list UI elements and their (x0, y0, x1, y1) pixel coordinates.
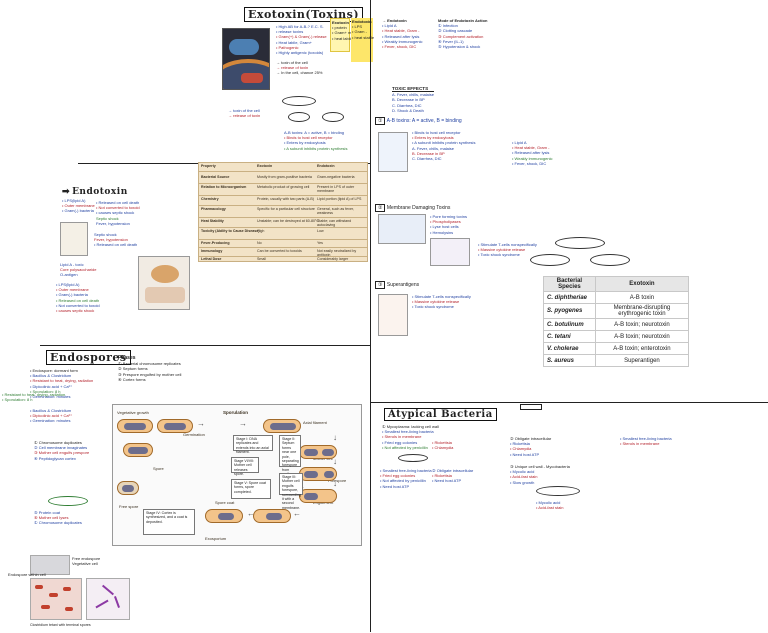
endotoxin-mid-notes: Septic shock Fever, hypotension • Releas… (94, 232, 138, 248)
table-header-exotoxin: Exotoxin (594, 276, 690, 292)
mycobacteria-bubble (536, 486, 580, 496)
divider-vertical-lower (370, 402, 371, 632)
membrane-diagram (378, 214, 426, 244)
exotoxins-title: Exotoxin(Toxins) (244, 7, 364, 22)
superantigen-notes: • Stimulate T-cells nonspecifically • Ma… (412, 294, 471, 310)
mycoplasma-bubble (398, 454, 428, 462)
steps-list-2: ⑤ Protein coat ⑥ Mother cell lyses ① Chr… (34, 510, 82, 526)
endospores-title: Endospores (46, 350, 131, 365)
ab-toxin-heading: ① A-B toxins: A = active, B = binding (375, 117, 462, 125)
atypical-notes-lower: • Smallest free-living bacteria • Fried … (380, 468, 432, 489)
cell-septum (299, 445, 337, 459)
cell-vegetative-1 (117, 419, 153, 433)
cell-engulfment (299, 489, 337, 503)
exotoxin-cell-photo (222, 28, 270, 90)
lps-notes: Lipid A - toxic Core polysaccharide O-an… (60, 262, 97, 278)
atypical-center-notes: ② Obligate intracellular • Rickettsia • … (432, 468, 474, 484)
membrane-notes-2: • Stimulate T-cells nonspecifically • Ma… (478, 242, 537, 258)
atypical-notes-2: ② Obligate intracellular • Rickettsia • … (510, 436, 552, 457)
endotoxin-left-notes: • LPS(lipid A) • Outer membrane • Gram(-… (62, 198, 95, 214)
stain-photo-2 (86, 578, 130, 620)
toxin-right-bubble (590, 254, 630, 266)
step-bubble (48, 496, 88, 506)
phases-block: Phases ① Bacterial chromosome replicates… (118, 355, 182, 382)
outer-bubble (288, 112, 310, 122)
sticky-exotoxin: Exotoxin • protein • Gram+ mostly • heat… (330, 18, 360, 52)
divider-endospore-top (40, 345, 370, 346)
membrane-heading: ② Membrane Damaging Toxins (375, 204, 450, 212)
ab-toxin-diagram (378, 132, 408, 172)
atypical-right-notes: • Smallest free-living bacteria • Sterol… (620, 436, 672, 447)
divider-atypical-top (370, 402, 768, 403)
endotoxin-upper-notes: • Released on cell death • Not converted… (96, 200, 140, 226)
sporulation-figure: Vegetative growth Sporulation Axial fila… (112, 404, 362, 546)
micrograph-legend: Free endospore Vegetative cell (72, 556, 101, 567)
atypical-title: Atypical Bacteria (384, 408, 497, 421)
table-header-species: Bacterial Species (543, 276, 596, 292)
endospore-notes-2: • Bacillus & Clostridium • Dipicolinic a… (30, 408, 73, 424)
stain-caption: Clostridium tetani with terminal spores (30, 623, 91, 627)
superantigen-diagram (378, 294, 408, 336)
divider-vertical-main (370, 0, 371, 402)
exo-lower-notes: → toxin of the cell → release of toxin (228, 108, 261, 119)
cell-vegetative-2 (157, 419, 193, 433)
lps-bubble (322, 112, 344, 122)
stage-4-box: Stage IV: Cortex is synthesized, and a c… (143, 509, 195, 535)
endospore-micrograph (30, 555, 70, 575)
cell-coat (205, 509, 243, 523)
micrograph-legend-left: Endospore within cell (8, 572, 46, 577)
atypical-small-box (520, 404, 542, 410)
cell-cortex (253, 509, 291, 523)
endotoxin-heading: ➡ Endotoxin (62, 186, 128, 197)
stage-7-box: Stage VI/VII: Mother cell releases spore… (231, 457, 259, 476)
superantigen-heading: ③ Superantigens (375, 281, 419, 289)
atypical-notes-4: • Mycolic acid • Acid-fast stain (536, 500, 564, 511)
endospore-notes: • Endospore: dormant form • Bacillus & C… (30, 368, 94, 400)
exo-col3-notes: → Endotoxin • Lipid A • Heat stable, Gra… (382, 18, 423, 50)
sticky-endotoxin: Endotoxin • LPS • Gram - • heat stable (351, 18, 374, 62)
atypical-notes-3: ③ Unique cell wall - Mycobacteria • Myco… (510, 464, 570, 485)
ab-toxin-notes: • Binds to host cell receptor • Enters b… (412, 130, 476, 162)
steps-list: ① Chromosome duplicates ② Cell membrane … (34, 440, 90, 461)
ab-notes-top: A-B toxins: A = active, B = binding • Bi… (284, 130, 348, 151)
exo-top-notes: • High AB for A-B-? E.C. S. • release to… (276, 24, 327, 56)
endotoxin-mechanism-image (138, 256, 190, 310)
membrane-bubble (282, 96, 316, 106)
toxin-left-bubble (530, 254, 570, 266)
membrane-notes: • Pore forming toxins • Phospholipases •… (430, 214, 467, 235)
stain-photo-1 (30, 578, 82, 620)
exo-col4-notes: Mode of Endotoxin Action ① Infection ② C… (438, 18, 488, 50)
atypical-notes-1: ① Mycoplasma: lacking cell wall • Smalle… (382, 424, 439, 450)
endotoxin-lower-notes: • LPS(lipid A) • Outer membrane • Gram(-… (56, 282, 100, 314)
cell-spore-germ (123, 443, 153, 457)
membrane-diagram-2 (430, 238, 470, 266)
toxic-effects: TOXIC EFFECTS A. Fever, chills, malaise … (392, 86, 435, 113)
stage-2-box: Stage II: Septum forms near one pole, se… (279, 435, 304, 489)
exotoxin-table: Bacterial Species Exotoxin C. diphtheria… (543, 276, 690, 367)
cell-free-spore (117, 481, 139, 495)
stage-5-box: Stage V: Spore coat forms, spore complet… (231, 479, 271, 499)
exo-endo-comparison-table: Property Exotoxin Endotoxin Bacterial So… (198, 162, 368, 262)
endospore-side-notes: • Resistant to heat, drying, radiation •… (2, 392, 66, 403)
cell-forespore (299, 467, 337, 481)
toxin-summary-bubble (555, 237, 605, 249)
cell-axial (263, 419, 301, 433)
exo-mid-notes: → toxin of the cell → release of toxin →… (276, 60, 323, 76)
stage-1-box: Stage I: DNA replicates and extends into… (233, 435, 273, 454)
atypical-mid-notes: • Rickettsia • Chlamydia (432, 440, 454, 451)
lps-diagram (60, 222, 88, 256)
ab-right-notes: • Lipid A • Heat stable, Gram - • Releas… (512, 140, 553, 166)
stage-3-box: Stage III: Mother cell engulfs forespore… (279, 473, 303, 510)
